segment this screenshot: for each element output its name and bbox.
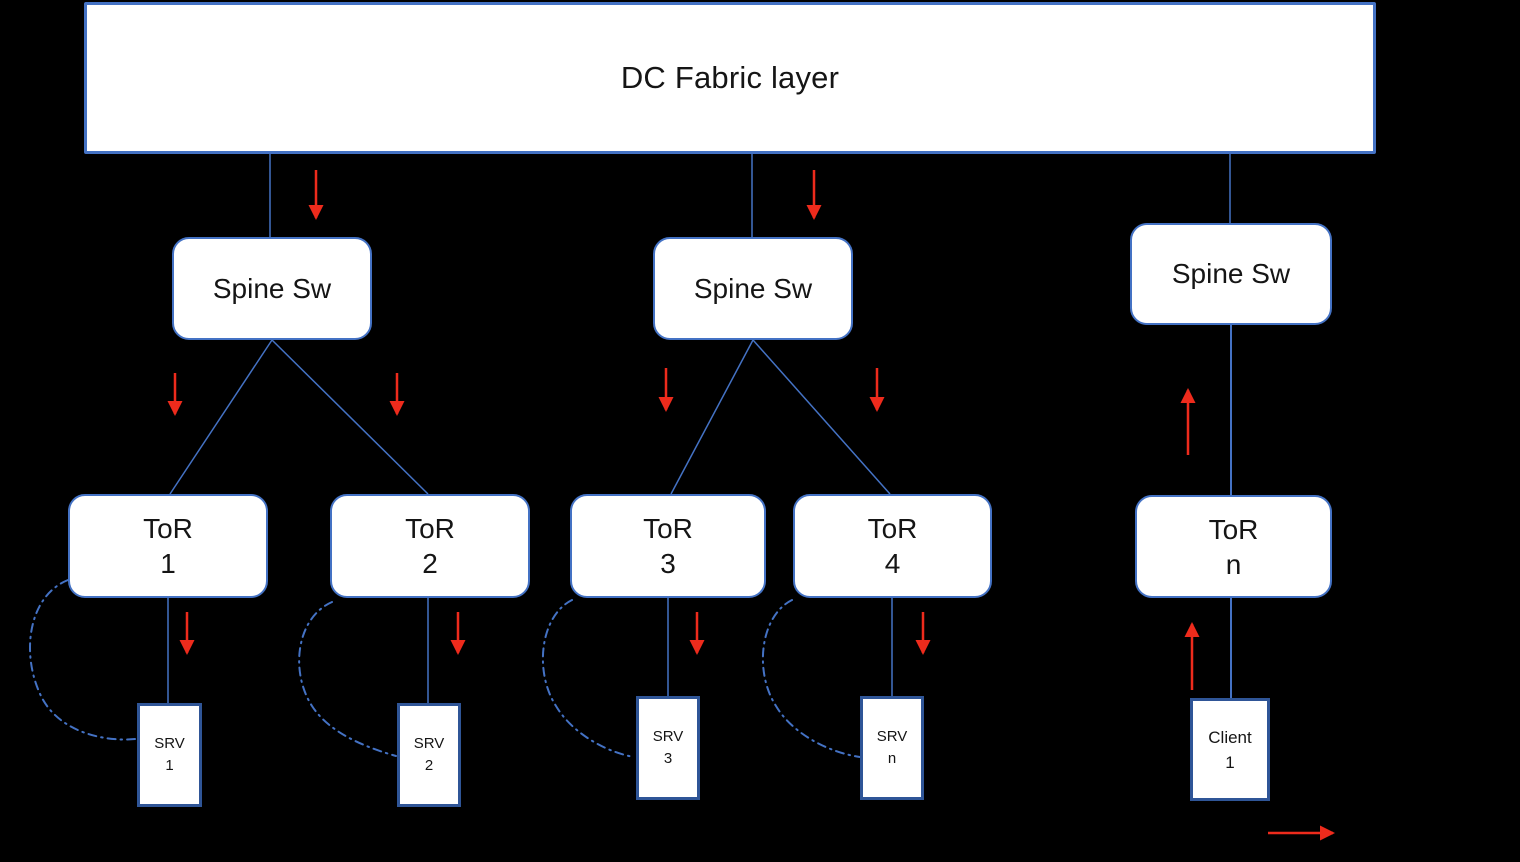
tor-switch-2-name: ToR (405, 513, 455, 544)
tor-switch-1-id: 1 (160, 548, 176, 579)
spine-switch-n-box: Spine Sw (1130, 223, 1332, 325)
server-n-name: SRV (876, 728, 908, 745)
server-n-id: n (887, 750, 897, 767)
server-3-box: SRV 3 (636, 696, 700, 800)
tor-switch-3-id: 3 (660, 548, 676, 579)
tor-switch-3-name: ToR (643, 513, 693, 544)
server-1-box: SRV 1 (137, 703, 202, 807)
spine2-to-tor4-link (752, 339, 891, 495)
tor-switch-4-id: 4 (884, 548, 901, 579)
tor-switch-n-box: ToR n (1135, 495, 1332, 598)
spine-switch-n-label: Spine Sw (1171, 258, 1291, 289)
tor-switch-1-box: ToR 1 (68, 494, 268, 598)
spine-switch-2-box: Spine Sw (653, 237, 853, 340)
server-3-name: SRV (652, 728, 684, 745)
server-1-name: SRV (154, 735, 185, 752)
server-3-id: 3 (663, 750, 673, 767)
tor-switch-4-box: ToR 4 (793, 494, 992, 598)
tor-switch-n-name: ToR (1208, 513, 1259, 545)
dc-fabric-layer-box: DC Fabric layer (84, 2, 1376, 154)
dc-fabric-layer-label: DC Fabric layer (620, 60, 840, 95)
spine-switch-1-label: Spine Sw (212, 272, 332, 304)
client-1-id: 1 (1225, 752, 1235, 772)
spine2-to-tor3-link (670, 339, 754, 495)
tor2-srv2-loop (298, 601, 397, 757)
spine1-to-tor2-link (271, 339, 429, 495)
tor-switch-1-name: ToR (143, 513, 193, 544)
tor4-srv-n-loop (761, 599, 861, 758)
tor-switch-2-id: 2 (422, 548, 438, 579)
server-1-id: 1 (165, 757, 174, 774)
server-2-id: 2 (424, 757, 434, 774)
server-n-box: SRV n (860, 696, 924, 800)
tor3-srv3-loop (541, 599, 635, 758)
tor-switch-4-name: ToR (867, 513, 918, 544)
tor1-srv1-loop (29, 579, 136, 741)
client-1-box: Client 1 (1190, 698, 1270, 801)
server-2-box: SRV 2 (397, 703, 461, 807)
tor-switch-n-id: n (1225, 548, 1242, 580)
spine-switch-1-box: Spine Sw (172, 237, 372, 340)
server-2-name: SRV (413, 735, 445, 752)
spine-switch-2-label: Spine Sw (693, 272, 813, 304)
client-1-name: Client (1208, 727, 1252, 747)
spine1-to-tor1-link (169, 339, 273, 495)
tor-switch-3-box: ToR 3 (570, 494, 766, 598)
tor-switch-2-box: ToR 2 (330, 494, 530, 598)
